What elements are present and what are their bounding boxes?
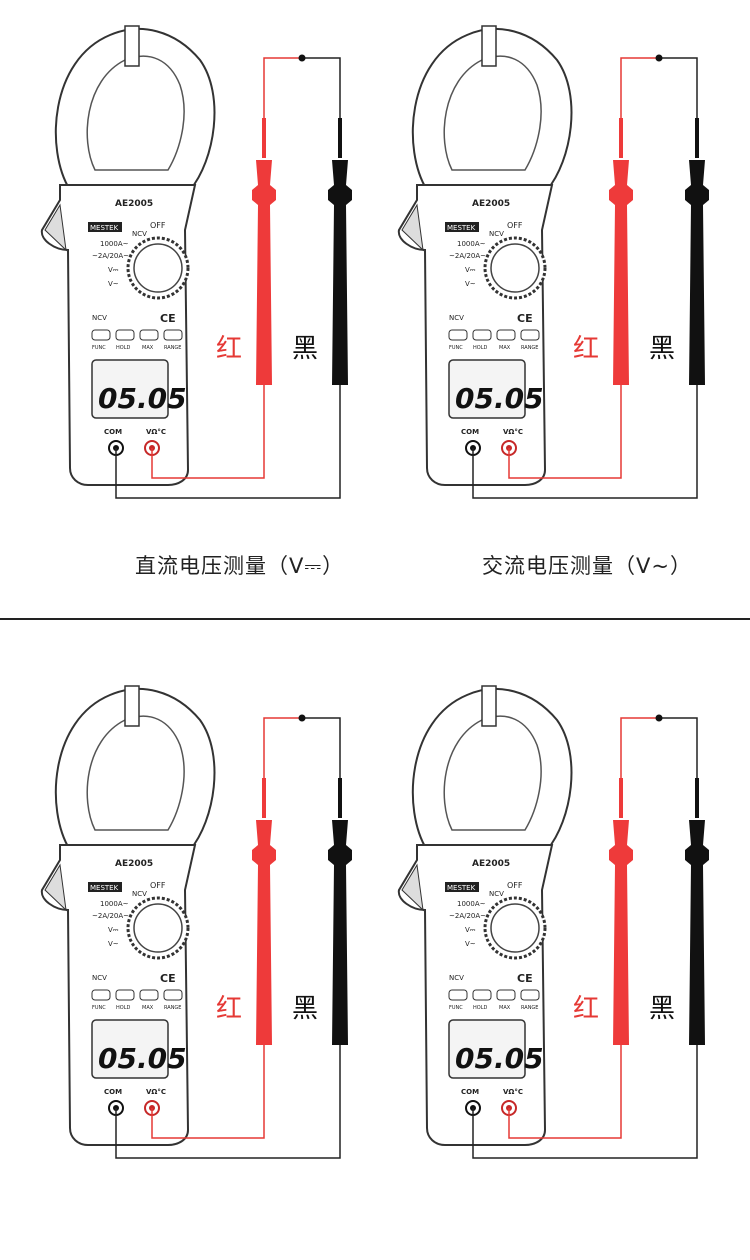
svg-text:OFF: OFF xyxy=(150,221,166,230)
meter-diagram: AE2005 MESTEK OFF NCV 1000A~ ~2A/20A~ V⎓… xyxy=(40,25,352,499)
svg-text:COM: COM xyxy=(104,428,122,436)
black-wire xyxy=(115,385,341,499)
black-probe xyxy=(328,118,352,385)
svg-text:FUNC: FUNC xyxy=(449,1005,463,1011)
svg-text:AE2005: AE2005 xyxy=(472,199,510,209)
svg-text:FUNC: FUNC xyxy=(449,345,463,351)
svg-text:COM: COM xyxy=(461,428,479,436)
red-lead-label: 红 xyxy=(216,334,243,364)
button-row: FUNC HOLD MAX RANGE xyxy=(91,329,183,351)
red-lead-label: 红 xyxy=(573,994,600,1024)
svg-text:~2A/20A~: ~2A/20A~ xyxy=(449,252,486,260)
svg-text:MESTEK: MESTEK xyxy=(90,224,119,232)
panel-top-left: AE2005 MESTEK OFF NCV 1000A~ ~2A/20A~ V⎓… xyxy=(0,0,375,600)
svg-text:05.05: 05.05 xyxy=(455,1042,544,1075)
svg-text:CE: CE xyxy=(160,972,176,985)
svg-text:V~: V~ xyxy=(108,940,119,948)
test-point xyxy=(298,54,306,62)
model-label: AE2005 xyxy=(115,199,153,209)
meter-diagram: AE2005 MESTEK OFF NCV 1000A~ ~2A/20A~ V⎓… xyxy=(397,25,709,499)
svg-text:RANGE: RANGE xyxy=(521,345,538,351)
svg-text:V~: V~ xyxy=(465,940,476,948)
svg-text:NCV: NCV xyxy=(449,974,464,982)
svg-text:05.05: 05.05 xyxy=(455,382,544,415)
svg-text:MESTEK: MESTEK xyxy=(447,224,476,232)
svg-text:MAX: MAX xyxy=(142,345,154,351)
svg-text:OFF: OFF xyxy=(507,221,523,230)
svg-text:MESTEK: MESTEK xyxy=(447,884,476,892)
svg-text:V⎓: V⎓ xyxy=(108,926,119,934)
black-lead-label: 黑 xyxy=(649,334,676,364)
svg-text:FUNC: FUNC xyxy=(92,1005,106,1011)
black-lead-label: 黑 xyxy=(292,334,319,364)
svg-text:VΩ°C: VΩ°C xyxy=(503,428,523,436)
black-lead-label: 黑 xyxy=(649,994,676,1024)
svg-text:CE: CE xyxy=(160,312,176,325)
svg-text:~2A/20A~: ~2A/20A~ xyxy=(92,252,129,260)
svg-text:MESTEK: MESTEK xyxy=(90,884,119,892)
svg-text:~2A/20A~: ~2A/20A~ xyxy=(92,912,129,920)
lcd-reading: 05.05 xyxy=(98,382,187,415)
panel-bottom-left: AE2005 MESTEK OFF NCV 1000A~ ~2A/20A~ V⎓… xyxy=(0,660,375,1260)
svg-text:NCV: NCV xyxy=(449,314,464,322)
panel-top-right: AE2005 MESTEK OFF NCV 1000A~ ~2A/20A~ V⎓… xyxy=(357,0,732,600)
svg-text:CE: CE xyxy=(517,972,533,985)
svg-text:MAX: MAX xyxy=(142,1005,154,1011)
red-wire xyxy=(151,385,265,479)
svg-text:COM: COM xyxy=(104,1088,122,1096)
svg-text:VΩ°C: VΩ°C xyxy=(146,428,166,436)
svg-text:05.05: 05.05 xyxy=(98,1042,187,1075)
svg-text:HOLD: HOLD xyxy=(473,345,487,351)
caption-dc-voltage: 直流电压测量（V⎓） xyxy=(135,554,345,578)
svg-text:NCV: NCV xyxy=(132,890,147,898)
section-divider xyxy=(0,618,750,620)
svg-text:1000A~: 1000A~ xyxy=(100,240,129,248)
red-lead-label: 红 xyxy=(573,334,600,364)
svg-text:V~: V~ xyxy=(108,280,119,288)
svg-text:COM: COM xyxy=(461,1088,479,1096)
svg-text:NCV: NCV xyxy=(132,230,147,238)
lcd-display xyxy=(91,359,169,419)
svg-text:RANGE: RANGE xyxy=(164,345,181,351)
svg-text:RANGE: RANGE xyxy=(521,1005,538,1011)
meter-diagram: AE2005 MESTEK OFF NCV 1000A~ ~2A/20A~ V⎓… xyxy=(40,685,352,1159)
svg-text:HOLD: HOLD xyxy=(116,1005,130,1011)
svg-text:NCV: NCV xyxy=(489,890,504,898)
svg-text:CE: CE xyxy=(517,312,533,325)
svg-text:VΩ°C: VΩ°C xyxy=(503,1088,523,1096)
svg-text:RANGE: RANGE xyxy=(164,1005,181,1011)
svg-text:~2A/20A~: ~2A/20A~ xyxy=(449,912,486,920)
svg-text:FUNC: FUNC xyxy=(92,345,106,351)
svg-text:NCV: NCV xyxy=(489,230,504,238)
svg-text:OFF: OFF xyxy=(150,881,166,890)
svg-text:1000A~: 1000A~ xyxy=(457,900,486,908)
panel-bottom-right: AE2005 MESTEK OFF NCV 1000A~ ~2A/20A~ V⎓… xyxy=(357,660,732,1260)
svg-text:1000A~: 1000A~ xyxy=(100,900,129,908)
svg-text:V~: V~ xyxy=(465,280,476,288)
svg-text:AE2005: AE2005 xyxy=(115,859,153,869)
svg-text:HOLD: HOLD xyxy=(116,345,130,351)
caption-ac-voltage: 交流电压测量（V~） xyxy=(482,554,692,578)
svg-text:OFF: OFF xyxy=(507,881,523,890)
meter-diagram: AE2005 MESTEK OFF NCV 1000A~ ~2A/20A~ V⎓… xyxy=(397,685,709,1159)
black-lead-label: 黑 xyxy=(292,994,319,1024)
svg-text:V⎓: V⎓ xyxy=(465,266,476,274)
red-lead-label: 红 xyxy=(216,994,243,1024)
svg-text:VΩ°C: VΩ°C xyxy=(146,1088,166,1096)
svg-text:NCV: NCV xyxy=(92,974,107,982)
svg-text:1000A~: 1000A~ xyxy=(457,240,486,248)
svg-text:MAX: MAX xyxy=(499,1005,511,1011)
svg-text:HOLD: HOLD xyxy=(473,1005,487,1011)
svg-text:NCV: NCV xyxy=(92,314,107,322)
svg-text:MAX: MAX xyxy=(499,345,511,351)
svg-text:V⎓: V⎓ xyxy=(465,926,476,934)
svg-text:AE2005: AE2005 xyxy=(472,859,510,869)
red-probe xyxy=(252,118,276,385)
svg-text:V⎓: V⎓ xyxy=(108,266,119,274)
